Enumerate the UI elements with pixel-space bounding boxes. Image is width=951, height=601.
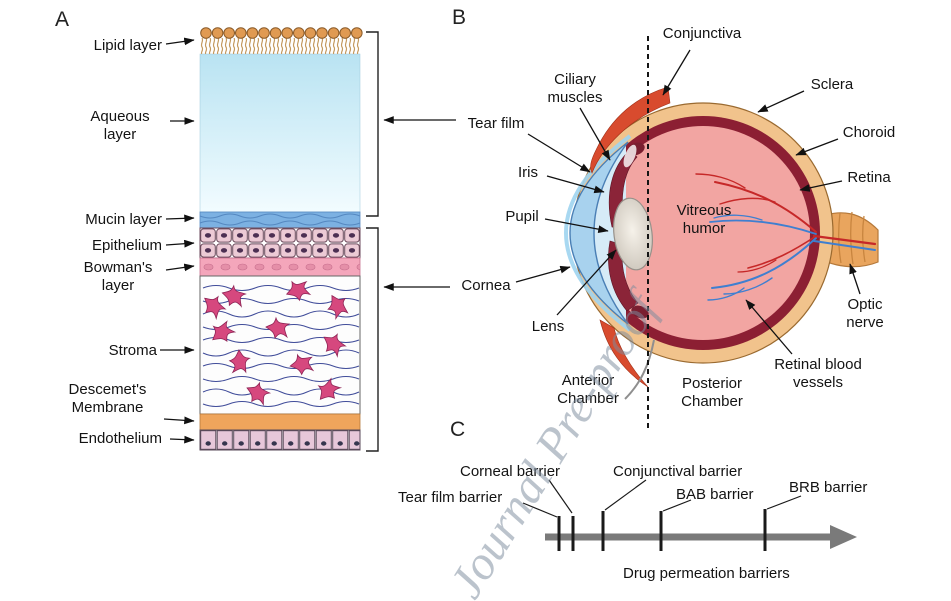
stroma-label: Stroma [108, 342, 157, 359]
cornea-bracket [366, 227, 379, 452]
posterior-chamber-label: Posterior Chamber [681, 375, 743, 411]
sclera-arrow [757, 90, 805, 113]
panel-a-label-arrows [160, 37, 456, 444]
descemets-membrane-label: Descemet's Membrane [68, 381, 147, 417]
panel-c-letter: C [450, 418, 466, 441]
retinal-vessels-arrow [745, 299, 793, 355]
panel-b-label-arrows [515, 49, 861, 355]
corneal-barrier-label: Corneal barrier [460, 463, 561, 480]
drug-permeation-barriers-axis [522, 479, 857, 551]
tear-film-barrier-label: Tear film barrier [398, 489, 503, 506]
conjunctiva-upper-shape [590, 86, 671, 174]
lipid-layer-label: Lipid layer [93, 37, 162, 54]
lens-arrow [556, 249, 617, 316]
aqueous-layer-shape [199, 53, 361, 213]
mucin-layer-arrow [165, 214, 195, 223]
optic-nerve-label: Optic nerve [846, 296, 884, 332]
tear-film-cornea-layers-diagram [160, 27, 456, 452]
conjunctival-barrier-label: Conjunctival barrier [613, 463, 743, 480]
ciliary-muscle-lower-shape [631, 305, 649, 319]
eye-glint [623, 144, 637, 168]
conjunctiva-arrow [662, 49, 691, 96]
endothelium-label: Endothelium [78, 430, 162, 447]
brb-barrier-label: BRB barrier [789, 479, 868, 496]
cornea-shape [569, 141, 629, 325]
choroid-arrow [795, 138, 839, 156]
ciliary-muscles-label: Ciliary muscles [547, 71, 603, 107]
corneal-barrier-leader [548, 479, 573, 514]
sclera-label: Sclera [810, 76, 854, 93]
retinal-blood-vessels-shape [695, 173, 877, 301]
lipid-tails-shape [200, 38, 360, 54]
retina-label: Retina [847, 169, 891, 186]
tear-film-label: Tear film [467, 115, 525, 132]
vitreous-humor-label: Vitreous humor [676, 202, 732, 238]
retina-arrow [799, 180, 843, 192]
bowmans-layer-arrow [165, 263, 195, 272]
endothelium-arrow [169, 435, 195, 444]
bab-barrier-leader [662, 499, 692, 512]
lens-label: Lens [531, 318, 565, 335]
cornea-arrow [515, 265, 571, 283]
iris-label: Iris [518, 164, 538, 181]
choroid-label: Choroid [842, 124, 896, 141]
tear-film-arrow [527, 133, 591, 173]
axis-title: Drug permeation barriers [623, 565, 790, 582]
conjunctiva-label: Conjunctiva [662, 25, 742, 42]
tear-film-barrier-leader [522, 502, 558, 518]
mucin-layer-shape [199, 211, 361, 229]
cornea-label: Cornea [461, 277, 511, 294]
descemets-membrane-shape [199, 413, 361, 431]
eye-diagram [515, 36, 879, 428]
iris-arrow [546, 175, 605, 194]
ciliary-muscles-arrow [579, 107, 611, 161]
lens-shape [613, 197, 653, 271]
conjunctival-barrier-leader [604, 479, 647, 511]
epithelium-arrow [165, 239, 195, 248]
endothelium-shape [199, 429, 361, 451]
epithelium-shape [199, 227, 361, 259]
panel-a-letter: A [55, 8, 70, 31]
tear-film-bracket [366, 31, 379, 217]
descemets-arrow [163, 416, 195, 425]
lipid-heads-shape [200, 27, 363, 39]
bowmans-layer-shape [199, 257, 361, 277]
lipid-layer-arrow [165, 37, 195, 46]
anterior-chamber-label: Anterior Chamber [557, 372, 619, 408]
bowmans-layer-label: Bowman's layer [83, 259, 153, 295]
pupil-label: Pupil [505, 208, 539, 225]
axis-arrowhead [830, 525, 857, 549]
mucin-layer-label: Mucin layer [85, 211, 162, 228]
retinal-blood-vessels-label: Retinal blood vessels [774, 356, 862, 392]
optic-nerve-arrow [849, 263, 861, 295]
brb-barrier-leader [766, 495, 802, 510]
pupil-arrow [544, 218, 609, 234]
tear-film-shape [564, 134, 632, 332]
epithelium-label: Epithelium [91, 237, 162, 254]
panel-b-letter: B [452, 6, 467, 29]
eyelid-curve [624, 339, 655, 400]
bab-barrier-label: BAB barrier [676, 486, 754, 503]
aqueous-layer-label: Aqueous layer [90, 108, 150, 144]
stroma-shape [198, 275, 361, 415]
